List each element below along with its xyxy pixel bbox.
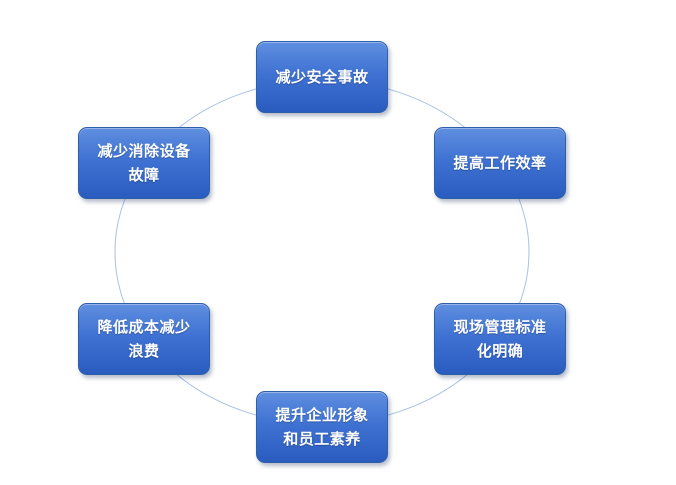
node-label: 减少安全事故 [275, 68, 369, 86]
node-reduce-cost-waste: 降低成本减少 浪费 [78, 303, 210, 375]
node-label: 现场管理标准 化明确 [453, 318, 547, 360]
node-label: 提升企业形象 和员工素养 [275, 406, 369, 448]
node-label: 降低成本减少 浪费 [97, 318, 191, 360]
node-improve-work-efficiency: 提高工作效率 [434, 127, 566, 199]
node-reduce-safety-accidents: 减少安全事故 [256, 41, 388, 113]
node-standardized-site-management: 现场管理标准 化明确 [434, 303, 566, 375]
node-label: 提高工作效率 [453, 154, 547, 172]
node-reduce-equipment-failure: 减少消除设备 故障 [78, 127, 210, 199]
node-label: 减少消除设备 故障 [97, 142, 191, 184]
node-enhance-corporate-image: 提升企业形象 和员工素养 [256, 391, 388, 463]
